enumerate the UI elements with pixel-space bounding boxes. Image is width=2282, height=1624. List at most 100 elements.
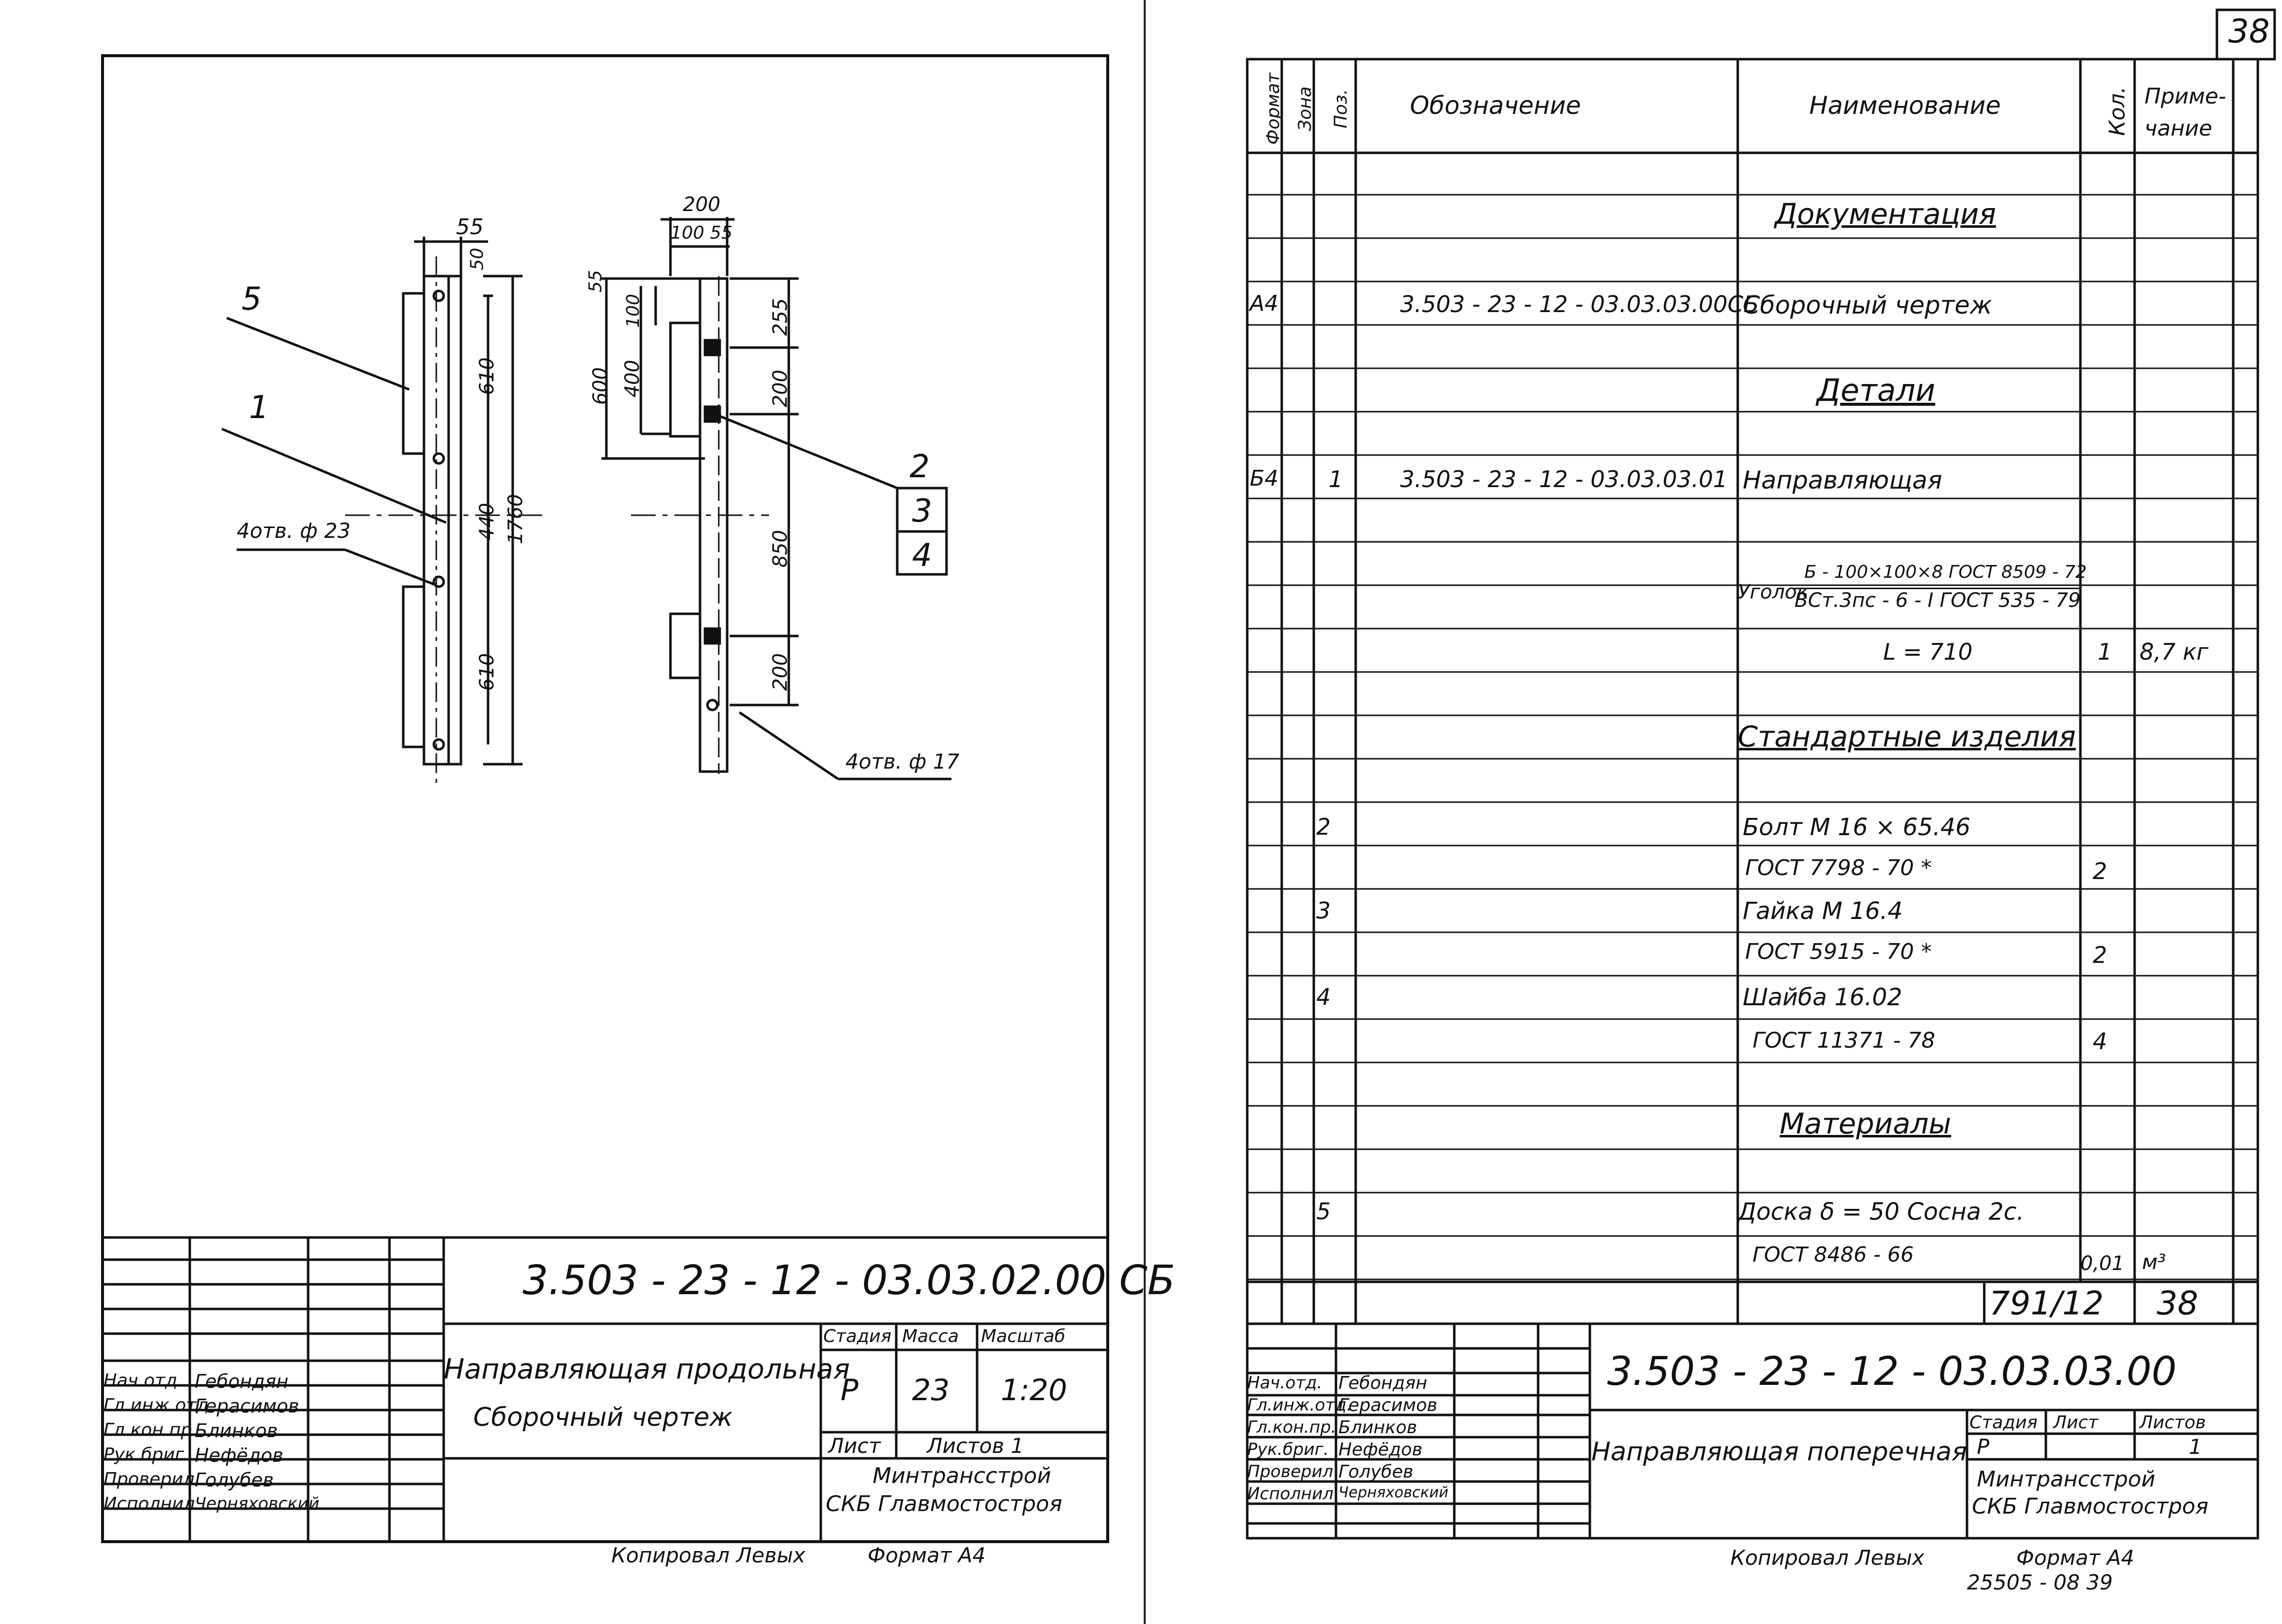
right-role-2: Гл.кон.пр. xyxy=(1247,1417,1336,1437)
right-name-5: Черняховский xyxy=(1338,1484,1449,1501)
angle-strip-right-view xyxy=(699,277,729,773)
callout-3: 3 xyxy=(912,493,932,530)
bolt-pos: 2 xyxy=(1316,813,1331,840)
left-format: Формат А4 xyxy=(868,1543,986,1567)
bolt-qty: 2 xyxy=(2093,858,2107,884)
length-note: 8,7 кг xyxy=(2140,638,2209,665)
hdr-note-2: чание xyxy=(2144,116,2212,141)
right-role-1: Гл.инж.отд. xyxy=(1247,1395,1352,1415)
row2-designation: 3.503 - 23 - 12 - 03.03.03.01 xyxy=(1400,466,1728,493)
nut-qty: 2 xyxy=(2093,942,2107,968)
length-qty: 1 xyxy=(2098,638,2112,665)
row2-format: Б4 xyxy=(1250,466,1279,491)
washer-pos: 4 xyxy=(1316,984,1331,1010)
board-note: м³ xyxy=(2142,1250,2166,1274)
board-lower xyxy=(402,585,425,748)
washer: Шайба 16.02 xyxy=(1743,984,1902,1011)
dim-600: 600 xyxy=(589,367,612,405)
section-standard: Стандартные изделия xyxy=(1738,720,2076,753)
dim-55-right: 55 xyxy=(585,270,606,293)
right-org-2: СКБ Главмостостроя xyxy=(1972,1494,2209,1519)
length: L = 710 xyxy=(1883,638,1973,665)
board-gost: ГОСТ 8486 - 66 xyxy=(1753,1242,1914,1267)
inventory-number: 791/12 xyxy=(1989,1284,2104,1322)
right-copied-by: Копировал Левых xyxy=(1730,1546,1925,1570)
callout-2: 2 xyxy=(910,449,930,485)
left-name-3: Нефёдов xyxy=(195,1445,283,1466)
angle-top: Б - 100×100×8 ГОСТ 8509 - 72 xyxy=(1804,562,2087,582)
left-name-2: Блинков xyxy=(195,1420,278,1442)
left-role-0: Нач.отд. xyxy=(104,1371,183,1391)
nut-gost: ГОСТ 5915 - 70 * xyxy=(1745,939,1932,964)
right-col-sheet: Лист xyxy=(2053,1412,2099,1433)
sheet-number: 38 xyxy=(2157,1284,2198,1322)
dim-610-upper: 610 xyxy=(476,357,499,395)
dim-200-b: 200 xyxy=(769,653,792,691)
dim-1760: 1760 xyxy=(504,494,527,544)
washer-gost: ГОСТ 11371 - 78 xyxy=(1753,1028,1935,1053)
left-col-mass: Масса xyxy=(902,1326,959,1346)
left-org-1: Минтрансстрой xyxy=(873,1463,1052,1488)
bolt-gost: ГОСТ 7798 - 70 * xyxy=(1745,855,1932,881)
bolt: Болт М 16 × 65.46 xyxy=(1743,813,1971,841)
board-bottom-right-view xyxy=(669,612,702,679)
board-pos: 5 xyxy=(1316,1198,1331,1225)
left-col-scale: Масштаб xyxy=(981,1326,1066,1346)
right-name-1: Герасимов xyxy=(1338,1395,1438,1415)
dim-610-lower: 610 xyxy=(476,653,499,691)
nut: Гайка М 16.4 xyxy=(1743,897,1903,925)
dim-850: 850 xyxy=(769,530,792,568)
dim-200-top: 200 xyxy=(683,193,721,216)
left-role-4: Проверил xyxy=(104,1469,195,1489)
section-materials: Материалы xyxy=(1780,1107,1951,1140)
dim-255: 255 xyxy=(769,298,792,336)
left-mass: 23 xyxy=(912,1373,950,1408)
hdr-pos: Поз. xyxy=(1331,89,1351,129)
left-name-line1: Направляющая продольная xyxy=(444,1353,850,1385)
left-role-2: Гл.кон.пр. xyxy=(104,1420,198,1440)
right-role-3: Рук.бриг. xyxy=(1247,1440,1329,1459)
dim-200-a: 200 xyxy=(769,369,792,408)
row2-pos: 1 xyxy=(1329,466,1343,493)
dim-55-top: 55 xyxy=(456,214,484,240)
sheet-divider xyxy=(1144,0,1146,1624)
left-sheet-frame xyxy=(101,54,1109,1543)
left-org-2: СКБ Главмостостроя xyxy=(826,1491,1062,1517)
section-documentation: Документация xyxy=(1775,197,1996,231)
dim-100: 100 xyxy=(623,294,643,328)
callout-4: 4 xyxy=(912,537,932,574)
board-upper xyxy=(402,292,425,455)
left-sheet: Лист xyxy=(828,1434,881,1458)
right-name-4: Голубев xyxy=(1338,1462,1413,1482)
nut-pos: 3 xyxy=(1316,897,1331,924)
callout-5: 5 xyxy=(242,281,262,318)
left-role-5: Исполнил xyxy=(104,1494,195,1514)
dim-400: 400 xyxy=(621,359,644,398)
hdr-qty: Кол. xyxy=(2105,86,2130,136)
washer-qty: 4 xyxy=(2093,1028,2107,1055)
page-number-top: 38 xyxy=(2228,12,2270,50)
hdr-designation: Обозначение xyxy=(1410,91,1581,120)
dim-440: 440 xyxy=(476,502,499,541)
dim-100-55: 100 55 xyxy=(670,223,733,243)
right-col-stage: Стадия xyxy=(1969,1412,2038,1433)
left-stage: Р xyxy=(841,1373,859,1408)
right-role-0: Нач.отд. xyxy=(1247,1373,1323,1393)
hdr-format: Формат xyxy=(1263,72,1284,145)
row2-name: Направляющая xyxy=(1743,466,1942,494)
right-stage: Р xyxy=(1977,1435,1990,1459)
left-role-3: Рук.бриг. xyxy=(104,1445,190,1465)
right-sheets: 1 xyxy=(2189,1435,2202,1459)
hole-note-23: 4отв. ф 23 xyxy=(237,519,351,543)
right-name: Направляющая поперечная xyxy=(1591,1437,1967,1467)
angle-label: Уголок xyxy=(1738,581,1809,603)
board-top-right-view xyxy=(669,321,702,438)
angle-bottom: ВСт.3пс - 6 - I ГОСТ 535 - 79 xyxy=(1794,588,2081,612)
right-sheet-frame xyxy=(1246,58,2259,1540)
left-sheets: Листов 1 xyxy=(927,1434,1024,1458)
hdr-zone: Зона xyxy=(1295,86,1315,131)
right-name-2: Блинков xyxy=(1338,1417,1417,1438)
right-format: Формат А4 xyxy=(2016,1546,2135,1570)
left-name-4: Голубев xyxy=(195,1469,274,1491)
left-name-line2: Сборочный чертеж xyxy=(473,1403,733,1432)
